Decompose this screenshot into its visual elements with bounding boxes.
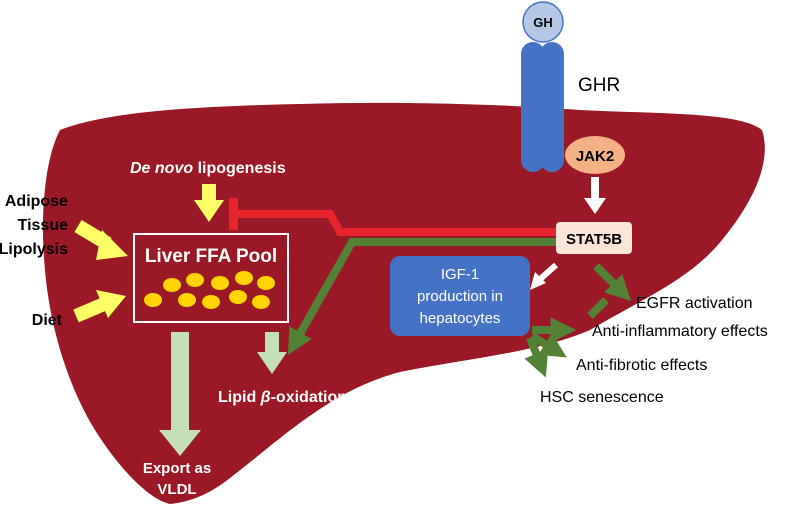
ffa-droplet	[257, 276, 275, 290]
diet-arrow	[73, 290, 126, 323]
jak2-node	[565, 136, 625, 174]
egfr-activation-label: EGFR activation	[636, 295, 752, 312]
stat5b-to-igf-green-stem	[587, 297, 609, 319]
igf1-to-anti-fibrotic-arrow	[529, 332, 567, 358]
export-line-1: Export as	[143, 460, 211, 477]
lipogenesis-arrow	[194, 184, 224, 222]
gh-ligand	[522, 1, 564, 43]
ffa-droplet	[211, 276, 229, 290]
ffa-droplet	[178, 293, 196, 307]
stat5b-promotes-beta-oxidation	[287, 238, 556, 355]
gh-label: GH	[533, 15, 553, 30]
igf1-line-3: hepatocytes	[420, 310, 501, 327]
liver-ffa-pool-title: Liver FFA Pool	[145, 246, 277, 267]
export-line-2: VLDL	[157, 481, 196, 498]
ffa-droplet	[163, 278, 181, 292]
jak2-label: JAK2	[576, 148, 614, 165]
ffa-droplet	[229, 290, 247, 304]
stat5b-inhibits-lipogenesis	[229, 198, 556, 236]
liver-ffa-pool-box	[133, 233, 289, 323]
stat5b-label: STAT5B	[566, 231, 622, 248]
de-novo-lipogenesis-label: De novo lipogenesis	[130, 160, 286, 177]
lipid-beta-oxidation-label: Lipid β-oxidation	[218, 389, 347, 406]
ffa-droplet	[202, 295, 220, 309]
stat5b-node	[556, 222, 632, 254]
ghr-label: GHR	[578, 75, 620, 96]
adipose-line-2: Tissue	[18, 217, 69, 234]
igf1-line-1: IGF-1	[441, 266, 479, 283]
stat5b-to-egfr-arrow	[593, 263, 632, 302]
diet-label: Diet	[32, 312, 63, 329]
ffa-droplet	[235, 271, 253, 285]
igf1-production-box	[390, 256, 530, 336]
ffa-droplet	[252, 295, 270, 309]
hsc-senescence-label: HSC senescence	[540, 389, 664, 406]
adipose-line-3: Lipolysis	[0, 241, 68, 258]
igf1-to-hsc-senescence-arrow	[524, 336, 549, 378]
igf1-line-2: production in	[417, 288, 503, 305]
beta-oxidation-arrow	[257, 332, 287, 374]
adipose-lipolysis-arrow	[74, 219, 128, 260]
ffa-droplet	[186, 273, 204, 287]
anti-fibrotic-label: Anti-fibrotic effects	[576, 357, 707, 374]
adipose-line-1: Adipose	[5, 193, 68, 210]
jak2-to-stat5b-arrow	[584, 177, 606, 214]
anti-inflammatory-label: Anti-inflammatory effects	[592, 323, 768, 340]
stat5b-to-igf1-arrow	[530, 262, 558, 290]
ffa-droplets	[144, 271, 275, 309]
export-vldl-arrow	[159, 332, 201, 456]
ffa-droplet	[144, 293, 162, 307]
igf1-effect-arrows	[524, 317, 577, 378]
ghr-receptor	[521, 42, 564, 172]
